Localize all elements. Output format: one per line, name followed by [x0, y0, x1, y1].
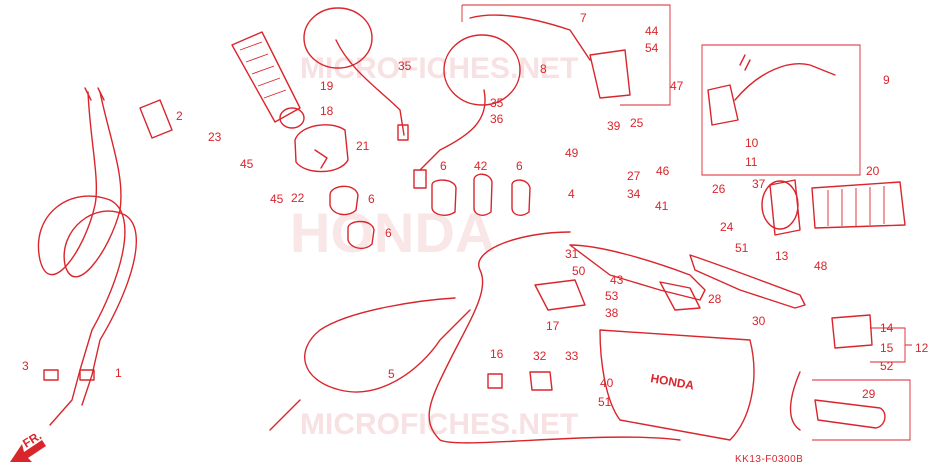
- part-label-35a: 35: [398, 59, 412, 73]
- guard-brand: HONDA: [649, 371, 695, 392]
- part-label-47: 47: [670, 79, 684, 93]
- part-label-31: 31: [565, 247, 579, 261]
- clutch-cable: [269, 297, 471, 431]
- lamp-cover: [534, 279, 586, 311]
- part-label-53: 53: [605, 289, 619, 303]
- hand-guard: HONDA: [599, 329, 755, 441]
- part-label-51b: 51: [598, 395, 612, 409]
- cable-boot: [139, 99, 173, 139]
- watermark-center: HONDA: [290, 201, 495, 264]
- right-switch-wiring: [701, 44, 861, 176]
- part-label-32: 32: [533, 349, 547, 363]
- part-label-40: 40: [600, 376, 614, 390]
- part-label-4: 4: [568, 187, 575, 201]
- part-label-46: 46: [656, 164, 670, 178]
- part-label-24: 24: [720, 220, 734, 234]
- part-label-39: 39: [607, 119, 621, 133]
- part-label-36: 36: [490, 112, 504, 126]
- mirror-right: [413, 34, 521, 189]
- part-label-3: 3: [22, 359, 29, 373]
- part-label-19: 19: [320, 79, 334, 93]
- part-label-12: 12: [915, 341, 929, 355]
- part-label-16: 16: [490, 347, 504, 361]
- part-label-25: 25: [630, 116, 644, 130]
- part-label-37: 37: [752, 177, 766, 191]
- part-label-28: 28: [708, 292, 722, 306]
- collar: [487, 373, 503, 389]
- part-label-52: 52: [880, 359, 894, 373]
- part-label-44: 44: [645, 24, 659, 38]
- part-label-5: 5: [388, 367, 395, 381]
- part-label-2: 2: [176, 109, 183, 123]
- part-label-51a: 51: [735, 241, 749, 255]
- part-labels: 1 2 3 4 5 6 6 6 6 7 8 9 10 11 12 13 14 1…: [22, 11, 929, 409]
- diagram-code: KK13-F0300B: [735, 454, 803, 465]
- part-label-8: 8: [540, 62, 547, 76]
- right-grip: [811, 181, 906, 229]
- part-label-30: 30: [752, 314, 766, 328]
- part-label-26: 26: [712, 182, 726, 196]
- switch-block: [789, 314, 873, 431]
- part-label-22: 22: [291, 191, 305, 205]
- part-label-48: 48: [814, 259, 828, 273]
- part-label-1: 1: [115, 366, 122, 380]
- part-label-41: 41: [655, 199, 669, 213]
- part-label-35b: 35: [490, 96, 504, 110]
- mirror-left: [303, 7, 409, 141]
- watermark-bottom: MICROFICHES.NET: [300, 408, 578, 441]
- front-arrow: FR.: [10, 428, 46, 462]
- part-label-6c: 6: [440, 159, 447, 173]
- part-label-43: 43: [610, 273, 624, 287]
- part-label-6a: 6: [368, 192, 375, 206]
- switch-part: [814, 399, 886, 429]
- part-label-20: 20: [866, 164, 880, 178]
- throttle-cables: [37, 87, 138, 426]
- part-label-6d: 6: [516, 159, 523, 173]
- part-label-13: 13: [775, 249, 789, 263]
- lever-boot: [659, 281, 701, 311]
- part-label-27: 27: [627, 169, 641, 183]
- clamps: [329, 173, 531, 250]
- clamp-bracket: [529, 371, 553, 391]
- part-label-9: 9: [883, 73, 890, 87]
- part-label-10: 10: [745, 136, 759, 150]
- part-label-6b: 6: [385, 226, 392, 240]
- part-label-50: 50: [572, 264, 586, 278]
- part-label-54: 54: [645, 41, 659, 55]
- part-label-45a: 45: [240, 157, 254, 171]
- throttle-cable-long: [428, 231, 681, 444]
- levers: [569, 244, 806, 309]
- clutch-switch-group: [461, 4, 671, 106]
- part-label-34: 34: [627, 187, 641, 201]
- part-label-33: 33: [565, 349, 579, 363]
- part-label-42: 42: [474, 159, 488, 173]
- left-grip: [231, 31, 305, 129]
- part-label-7: 7: [580, 11, 587, 25]
- part-label-29: 29: [862, 387, 876, 401]
- part-label-18: 18: [320, 104, 334, 118]
- left-switch: [294, 124, 349, 173]
- part-label-45b: 45: [270, 192, 284, 206]
- part-label-15: 15: [880, 341, 894, 355]
- part-label-49: 49: [565, 146, 579, 160]
- part-label-23: 23: [208, 130, 222, 144]
- part-label-21: 21: [356, 139, 370, 153]
- part-label-17: 17: [546, 319, 560, 333]
- right-housing: [761, 179, 801, 236]
- part-label-11: 11: [745, 155, 758, 169]
- part-label-38: 38: [605, 306, 619, 320]
